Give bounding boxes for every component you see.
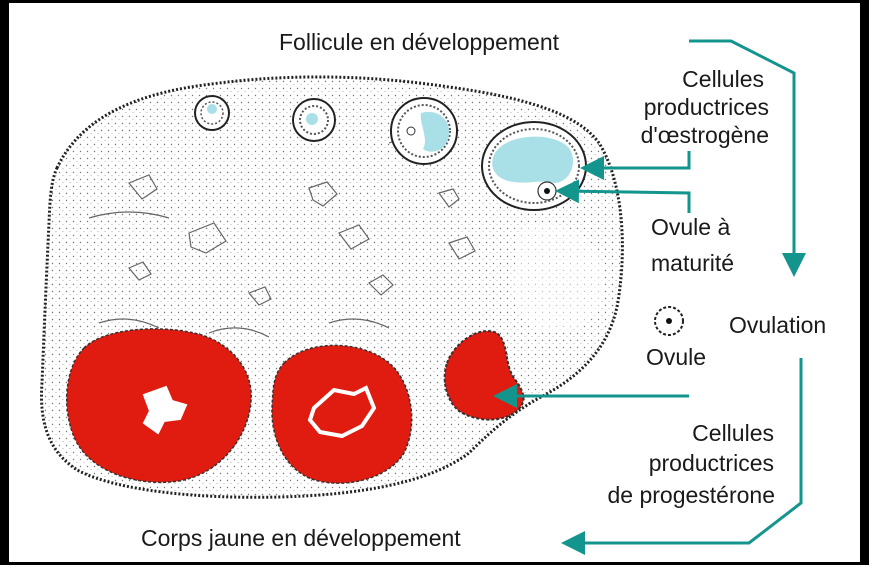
label-corps-jaune: Corps jaune en développement	[141, 525, 461, 551]
label-ovule-maturite-1: Ovule à	[651, 214, 730, 240]
mature-follicle	[482, 122, 586, 210]
label-ovule: Ovule	[646, 344, 706, 370]
label-cellules-progesterone-2: productrices	[649, 450, 774, 476]
follicle-3	[391, 98, 457, 164]
label-cellules-oestrogene-1: Cellules	[682, 66, 764, 92]
follicle-2	[293, 99, 335, 141]
ovary-diagram: Follicule en développement Cellules prod…	[9, 3, 869, 568]
ovule-icon	[655, 307, 683, 335]
label-ovulation: Ovulation	[729, 312, 826, 338]
label-ovule-maturite-2: maturité	[651, 250, 734, 276]
label-follicule: Follicule en développement	[279, 29, 560, 55]
label-cellules-progesterone-3: de progestérone	[607, 482, 775, 508]
label-cellules-progesterone-1: Cellules	[692, 420, 774, 446]
follicle-1	[195, 96, 229, 130]
corpus-luteum-2	[272, 345, 412, 483]
label-cellules-oestrogene-2: productrices	[644, 94, 769, 120]
label-cellules-oestrogene-3: d'œstrogène	[641, 122, 769, 148]
